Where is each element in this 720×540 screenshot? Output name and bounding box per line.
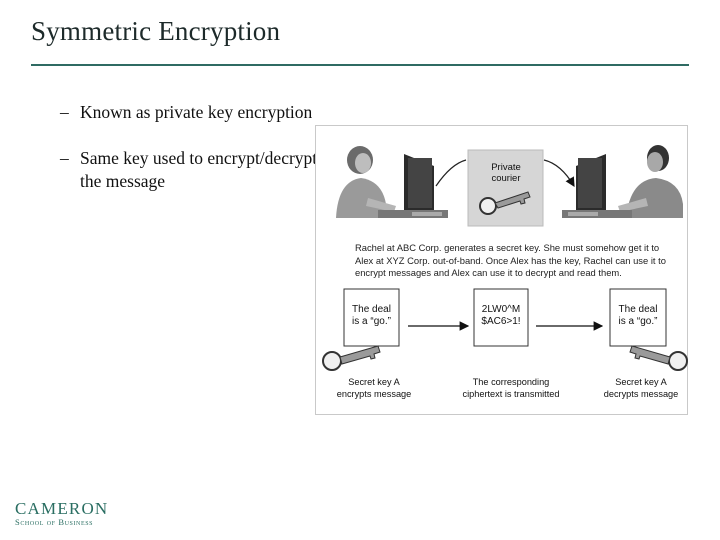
logo-line1: CAMERON — [15, 499, 109, 518]
encrypt-label: Secret key A encrypts message — [328, 377, 420, 400]
transmit-label: The corresponding ciphertext is transmit… — [456, 377, 566, 400]
receiver-person-icon — [618, 145, 683, 218]
courier-label-line2: courier — [491, 173, 521, 184]
plaintext-left-text: The deal is a “go.” — [344, 304, 399, 328]
courier-label-line1: Private — [491, 162, 521, 173]
encryption-figure: Private courier Rachel at ABC Corp. gene… — [315, 125, 688, 415]
plaintext-doc-right — [609, 288, 667, 347]
bullet-dash: – — [60, 148, 69, 168]
transmit-label-line2: ciphertext is transmitted — [462, 388, 560, 399]
decrypt-label-line2: decrypts message — [603, 388, 679, 399]
ciphertext-line2: $AC6>1! — [481, 316, 521, 327]
encrypt-key-icon — [322, 345, 381, 371]
title-divider — [31, 64, 689, 66]
ciphertext-text: 2LW0^M $AC6>1! — [474, 304, 528, 328]
plaintext-left-line1: The deal — [352, 304, 391, 315]
sender-computer-icon — [378, 154, 448, 218]
ciphertext-line1: 2LW0^M — [481, 304, 521, 315]
bullet-item: – Known as private key encryption — [60, 101, 320, 124]
decrypt-key-icon — [629, 345, 688, 371]
ciphertext-doc — [473, 288, 529, 347]
bullet-text: Same key used to encrypt/decrypt the mes… — [80, 148, 318, 191]
transmit-label-line1: The corresponding — [472, 377, 550, 387]
courier-label: Private courier — [482, 162, 530, 184]
encrypt-label-line2: encrypts message — [336, 388, 412, 399]
private-courier-box — [467, 149, 544, 227]
plaintext-right-line1: The deal — [618, 304, 658, 315]
bullet-list: – Known as private key encryption – Same… — [60, 101, 320, 216]
figure-drawing — [322, 145, 688, 371]
plaintext-right-text: The deal is a “go.” — [610, 304, 666, 328]
cameron-logo: CAMERON School of Business — [15, 500, 108, 528]
courier-arc-left — [435, 159, 467, 187]
receiver-computer-icon — [562, 154, 632, 218]
plaintext-left-line2: is a “go.” — [352, 316, 391, 327]
logo-line2: School of Business — [15, 517, 94, 527]
decrypt-label: Secret key A decrypts message — [596, 377, 686, 400]
slide-title: Symmetric Encryption — [31, 16, 281, 46]
courier-arc-right — [543, 159, 575, 188]
plaintext-doc-left — [343, 288, 400, 347]
courier-key-icon — [479, 191, 531, 215]
decrypt-label-line1: Secret key A — [615, 377, 667, 387]
bullet-text: Known as private key encryption — [80, 102, 313, 122]
plaintext-right-line2: is a “go.” — [618, 316, 658, 327]
bullet-dash: – — [60, 102, 69, 122]
sender-person-icon — [336, 146, 396, 218]
bullet-item: – Same key used to encrypt/decrypt the m… — [60, 147, 320, 193]
encrypt-label-line1: Secret key A — [348, 377, 400, 387]
figure-caption: Rachel at ABC Corp. generates a secret k… — [355, 242, 666, 278]
